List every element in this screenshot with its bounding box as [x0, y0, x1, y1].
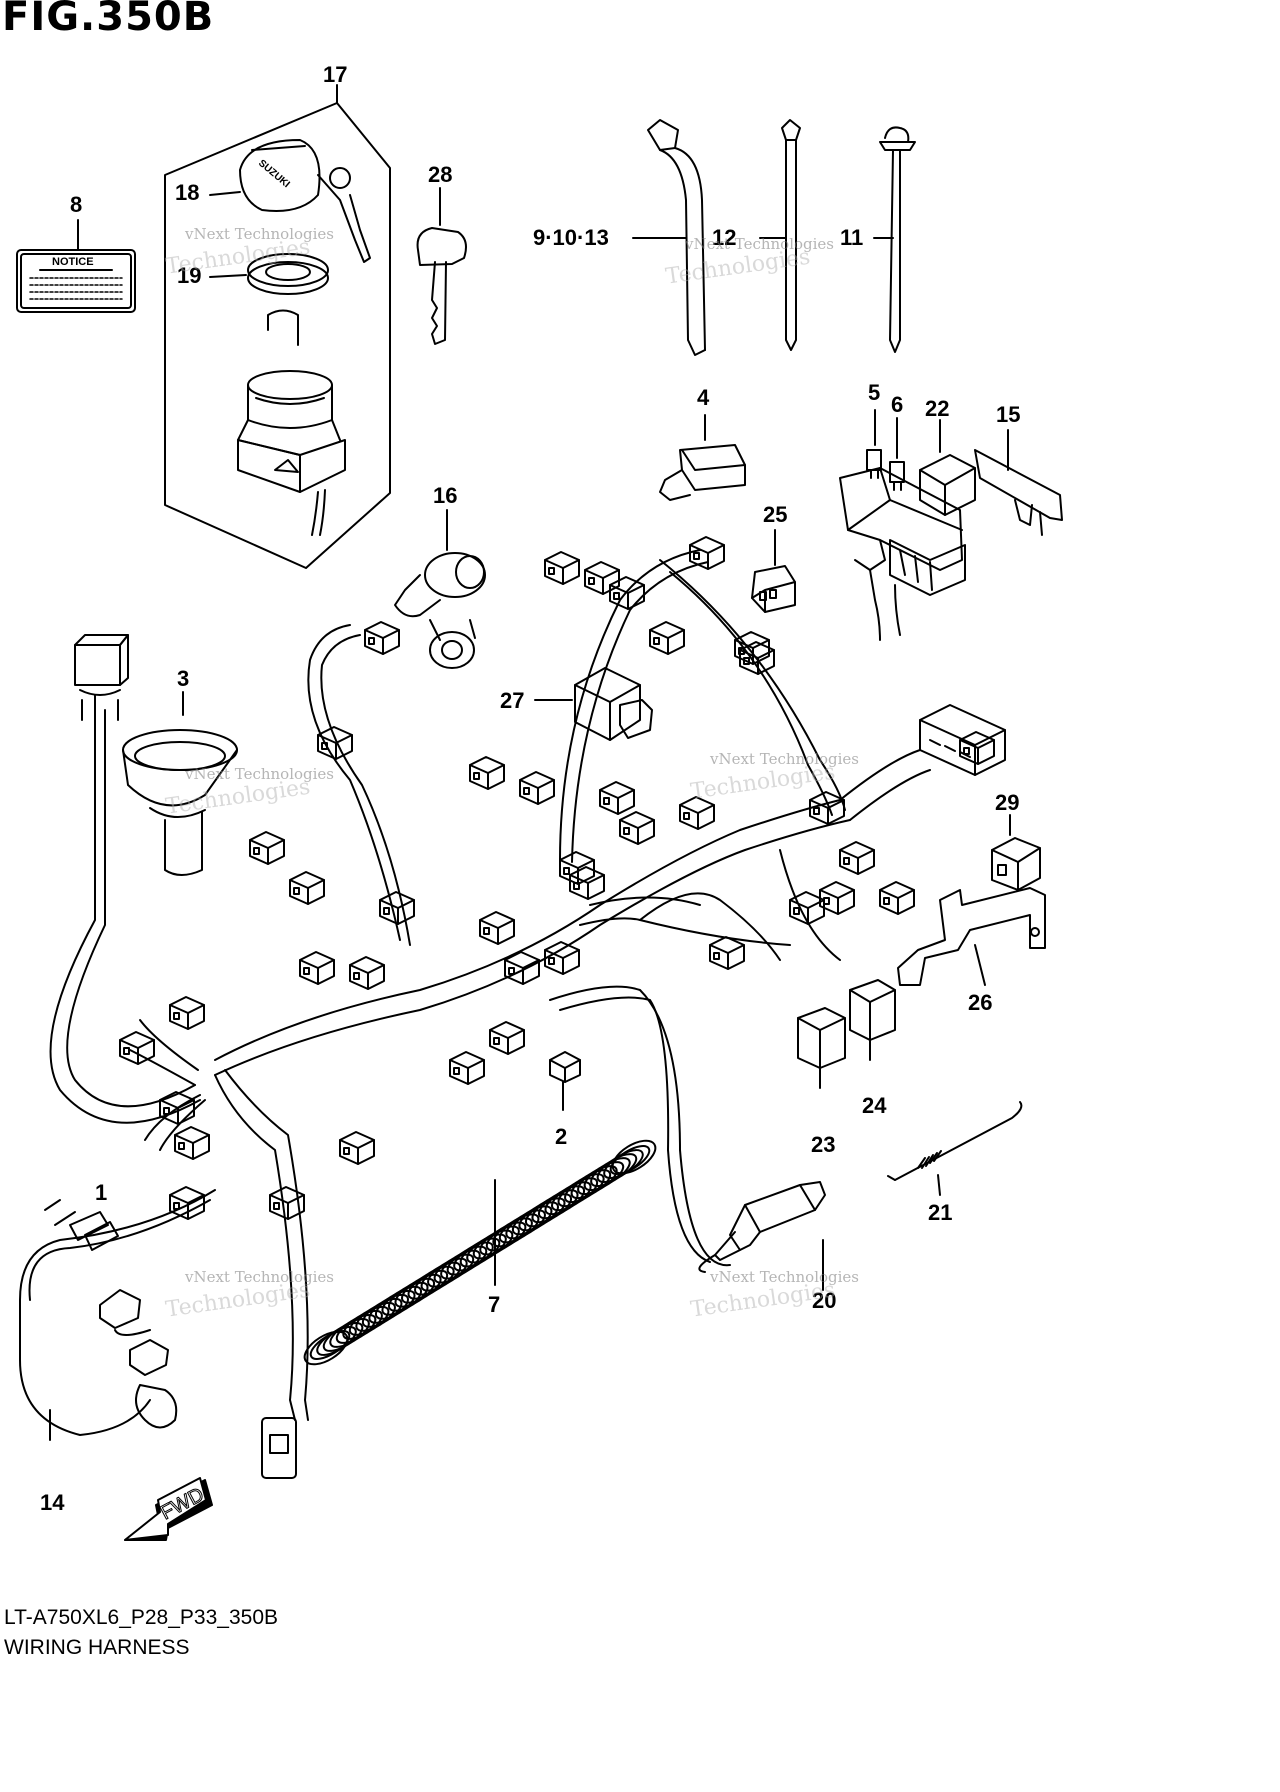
callout-2: 2 [555, 1124, 567, 1149]
callout-19: 19 [177, 263, 201, 288]
callout-15: 15 [996, 402, 1020, 427]
callout-5: 5 [868, 380, 880, 405]
notice-text: NOTICE [52, 256, 94, 268]
cable-ties [632, 119, 916, 356]
connectors-23-24 [797, 979, 896, 1089]
terminal-boot-part [659, 414, 746, 501]
key-brand-text: SUZUKI [256, 158, 292, 190]
corrugated-tube-7 [303, 1139, 657, 1366]
bracket-26 [897, 887, 1046, 986]
callout-17: 17 [323, 62, 347, 87]
forward-arrow [124, 1477, 213, 1541]
switch-16 [394, 509, 486, 669]
figure-title: FIG.350B [2, 0, 215, 40]
callout-4: 4 [697, 385, 710, 410]
callout-26: 26 [968, 990, 992, 1015]
callout-1: 1 [95, 1180, 107, 1205]
callout-27: 27 [500, 688, 524, 713]
spare-key-part [416, 187, 467, 345]
fuse-box [839, 467, 966, 641]
figure-name: WIRING HARNESS [4, 1636, 190, 1659]
callout-14: 14 [40, 1490, 65, 1515]
spring-21 [887, 1101, 1023, 1196]
ignition-switch-assembly [164, 84, 391, 569]
callout-25: 25 [763, 502, 787, 527]
callout-24: 24 [862, 1093, 887, 1118]
connector-25 [751, 529, 796, 613]
callout-3: 3 [177, 666, 189, 691]
callout-29: 29 [995, 790, 1019, 815]
callout-9-10-13: 9·10·13 [533, 225, 609, 250]
model-code: LT-A750XL6_P28_P33_350B [4, 1606, 279, 1629]
callout-11: 11 [840, 225, 863, 250]
callout-6: 6 [891, 392, 903, 417]
harness-connectors [119, 536, 1006, 1220]
callout-23: 23 [811, 1132, 835, 1157]
callout-28: 28 [428, 162, 452, 187]
connector-29 [991, 814, 1041, 891]
main-wiring-harness [19, 549, 931, 1479]
relay-27 [534, 667, 653, 741]
callout-21: 21 [928, 1200, 952, 1225]
grommet-3 [122, 691, 238, 876]
notice-label-part [16, 219, 136, 313]
callout-20: 20 [812, 1288, 836, 1313]
callout-18: 18 [175, 180, 199, 205]
sensor-20 [698, 1181, 826, 1273]
callout-8: 8 [70, 192, 82, 217]
fuses-relay-bracket [866, 409, 1063, 536]
callout-12: 12 [712, 225, 736, 250]
cap-2 [549, 1051, 581, 1111]
callout-22: 22 [925, 396, 949, 421]
callout-16: 16 [433, 483, 457, 508]
callout-7: 7 [488, 1292, 500, 1317]
lead-wire-14 [44, 1199, 178, 1441]
